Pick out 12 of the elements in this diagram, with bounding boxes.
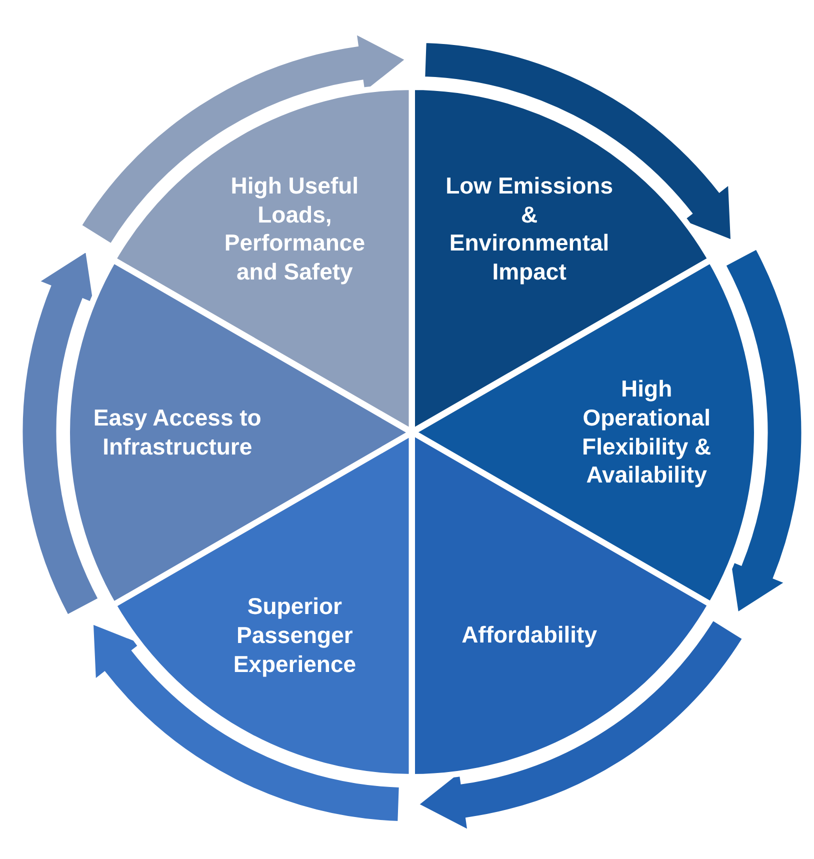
segment-label: High Useful Loads, Performance and Safety — [223, 171, 366, 286]
segment-label: High Operational Flexibility & Availability — [581, 374, 712, 490]
segment-label: Affordability — [460, 620, 598, 650]
curved-arrow — [424, 42, 732, 241]
curved-arrow — [92, 623, 400, 822]
segment-label: Low Emissions & Environmental Impact — [444, 171, 614, 286]
curved-arrow — [21, 250, 100, 616]
segment-label: Superior Passenger Experience — [232, 592, 358, 678]
curved-arrow — [418, 619, 744, 831]
curved-arrow — [724, 248, 803, 614]
segment-label: Easy Access to Infrastructure — [92, 403, 262, 461]
curved-arrow — [80, 33, 406, 245]
